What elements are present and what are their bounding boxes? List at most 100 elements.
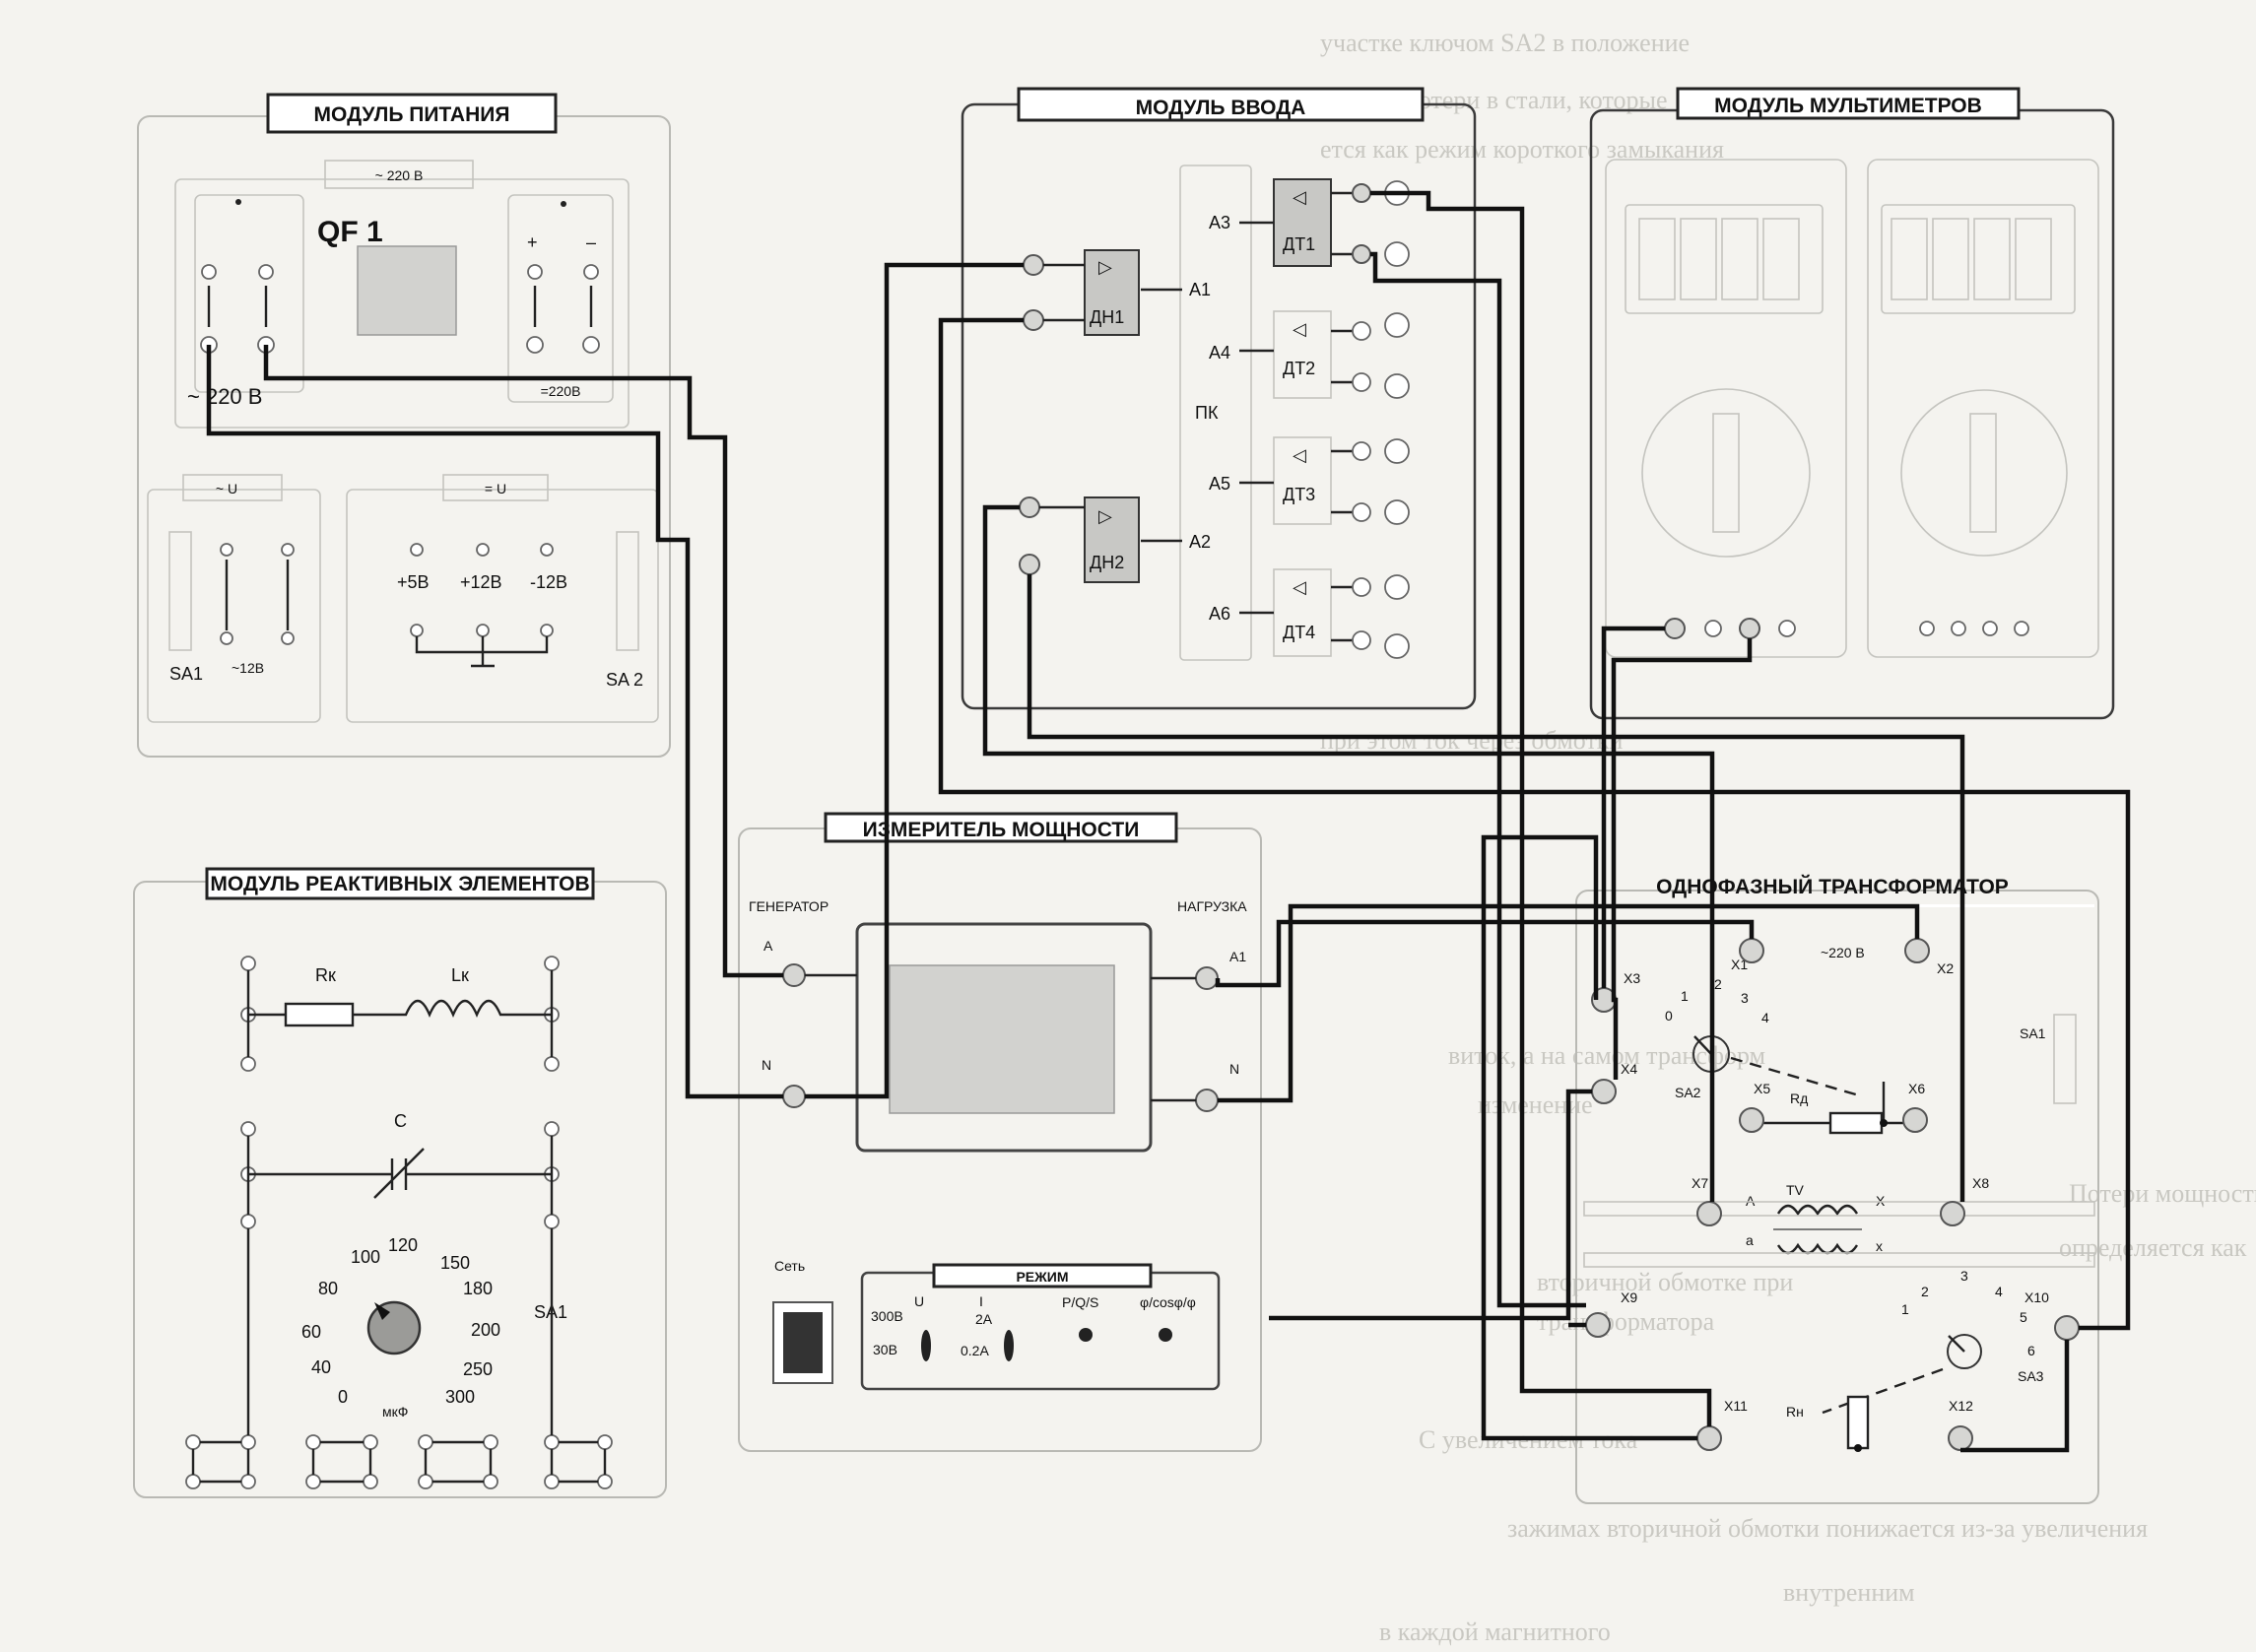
c-label: C — [394, 1111, 407, 1131]
x5-terminal[interactable] — [1739, 1107, 1764, 1133]
rd-resistor — [1828, 1111, 1884, 1135]
v300-label: 300В — [871, 1308, 903, 1324]
svg-text:трансформатора: трансформатора — [1537, 1307, 1715, 1336]
svg-text:80: 80 — [318, 1279, 338, 1298]
x1-terminal[interactable] — [1739, 938, 1764, 963]
uf-unit: мкФ — [382, 1404, 408, 1420]
dn1-terminal-top[interactable] — [1023, 254, 1044, 276]
a2-label: 2A — [975, 1311, 993, 1327]
phi-button[interactable] — [1159, 1328, 1172, 1342]
tv-label: TV — [1786, 1182, 1805, 1198]
sa3-transformer-label: SA3 — [2018, 1368, 2044, 1384]
x10-terminal[interactable] — [2054, 1315, 2080, 1341]
dt2-label: ДТ2 — [1283, 359, 1315, 378]
wire-mm-x4 — [1611, 638, 1753, 1080]
svg-text:3: 3 — [1960, 1268, 1968, 1284]
svg-text:внутренним: внутренним — [1783, 1578, 1915, 1607]
multimeter-1-terminal-3[interactable] — [1739, 618, 1760, 639]
sa2-switch[interactable] — [616, 531, 639, 651]
gen-a-terminal[interactable] — [782, 963, 806, 987]
x2-terminal[interactable] — [1904, 938, 1930, 963]
sa1-switch[interactable] — [168, 531, 192, 651]
dc-minus-terminal[interactable] — [582, 336, 600, 354]
svg-text:в каждой магнитного: в каждой магнитного — [1379, 1618, 1611, 1646]
svg-text:0: 0 — [1665, 1008, 1673, 1024]
pqs-button[interactable] — [1079, 1328, 1093, 1342]
wire-mm-x3 — [1601, 626, 1665, 988]
wire-dn2-bottom — [1027, 574, 1965, 1202]
gen-n-terminal[interactable] — [782, 1085, 806, 1108]
a5-label: A5 — [1209, 474, 1230, 494]
dt1-terminal-1[interactable] — [1352, 183, 1371, 203]
dc-minus: – — [586, 232, 596, 252]
dn2-label: ДН2 — [1090, 553, 1124, 572]
x9-terminal[interactable] — [1585, 1312, 1611, 1338]
pk-label: ПК — [1195, 403, 1219, 423]
svg-text:▷: ▷ — [1098, 506, 1112, 526]
power-meter-display — [889, 964, 1115, 1114]
rn-label: Rн — [1786, 1404, 1804, 1420]
power-module: МОДУЛЬ ПИТАНИЯ ~ 220 В QF 1 ~ 220 В + – … — [137, 93, 671, 758]
load-a1-terminal[interactable] — [1195, 966, 1219, 990]
x11-label: X11 — [1724, 1398, 1748, 1414]
dt1-sensor — [1273, 178, 1332, 267]
multimeter-1-dial[interactable] — [1641, 388, 1811, 558]
load-a1-label: A1 — [1229, 949, 1246, 964]
dn1-terminal-bottom[interactable] — [1023, 309, 1044, 331]
dc-220-label: =220В — [541, 383, 581, 399]
x11-terminal[interactable] — [1696, 1425, 1722, 1451]
x4-terminal[interactable] — [1591, 1079, 1617, 1104]
svg-text:150: 150 — [440, 1253, 470, 1273]
multimeter-2 — [1867, 159, 2099, 658]
svg-text:◁: ◁ — [1293, 187, 1306, 207]
sa1-range: ~12В — [232, 660, 264, 676]
x10-label: X10 — [2024, 1289, 2049, 1305]
v30-label: 30В — [873, 1342, 897, 1357]
svg-text:200: 200 — [471, 1320, 500, 1340]
phi-label: φ/cosφ/φ — [1140, 1294, 1196, 1310]
x7-terminal[interactable] — [1696, 1201, 1722, 1226]
svg-text:вторичной обмотке при: вторичной обмотке при — [1537, 1268, 1793, 1296]
svg-text:60: 60 — [301, 1322, 321, 1342]
a4-label: A4 — [1209, 343, 1230, 363]
multimeter-1-terminal-1[interactable] — [1664, 618, 1686, 639]
x6-terminal[interactable] — [1902, 1107, 1928, 1133]
ac-220-header: ~ 220 В — [375, 167, 424, 183]
load-n-label: N — [1229, 1061, 1239, 1077]
wire-load-n — [1218, 903, 1920, 1103]
load-n-terminal[interactable] — [1195, 1089, 1219, 1112]
svg-text:▷: ▷ — [1098, 257, 1112, 277]
dn2-terminal-top[interactable] — [1019, 496, 1040, 518]
tv-A: A — [1746, 1193, 1756, 1209]
x8-terminal[interactable] — [1940, 1201, 1965, 1226]
dc-plus-terminal[interactable] — [526, 336, 544, 354]
qf1-breaker[interactable] — [357, 245, 457, 336]
multimeter-module: МОДУЛЬ МУЛЬТИМЕТРОВ — [1589, 87, 2115, 720]
dt1-terminal-2[interactable] — [1352, 244, 1371, 264]
capacitance-dial[interactable] — [366, 1300, 422, 1355]
x12-terminal[interactable] — [1948, 1425, 1973, 1451]
dt3-label: ДТ3 — [1283, 485, 1315, 504]
dn2-terminal-bottom[interactable] — [1019, 554, 1040, 575]
net-switch[interactable] — [783, 1312, 823, 1373]
sa2-label: SA 2 — [606, 670, 643, 690]
connection-wires — [206, 190, 2131, 1453]
current-range-switch[interactable] — [1004, 1330, 1014, 1361]
tv-x: x — [1876, 1238, 1883, 1254]
svg-text:5: 5 — [2020, 1309, 2027, 1325]
a3-label: A3 — [1209, 213, 1230, 232]
multimeter-1 — [1605, 159, 1847, 658]
tv-secondary-coil — [1776, 1242, 1859, 1255]
transformer-sa1-switch[interactable] — [2053, 1014, 2077, 1104]
x7-label: X7 — [1692, 1175, 1708, 1191]
sa3-knob[interactable] — [1947, 1334, 1982, 1369]
multimeter-2-dial[interactable] — [1900, 389, 2068, 557]
capacitance-dial-scale: 0 40 60 80 100 120 150 180 200 250 300 — [301, 1235, 500, 1407]
voltage-range-switch[interactable] — [921, 1330, 931, 1361]
svg-text:4: 4 — [1761, 1010, 1769, 1025]
power-meter-display-frame — [855, 922, 1153, 1153]
wire-dn1-bottom — [938, 317, 2131, 1331]
x4-label: X4 — [1621, 1061, 1637, 1077]
svg-text:◁: ◁ — [1293, 319, 1306, 339]
sa1-label: SA1 — [169, 664, 203, 684]
